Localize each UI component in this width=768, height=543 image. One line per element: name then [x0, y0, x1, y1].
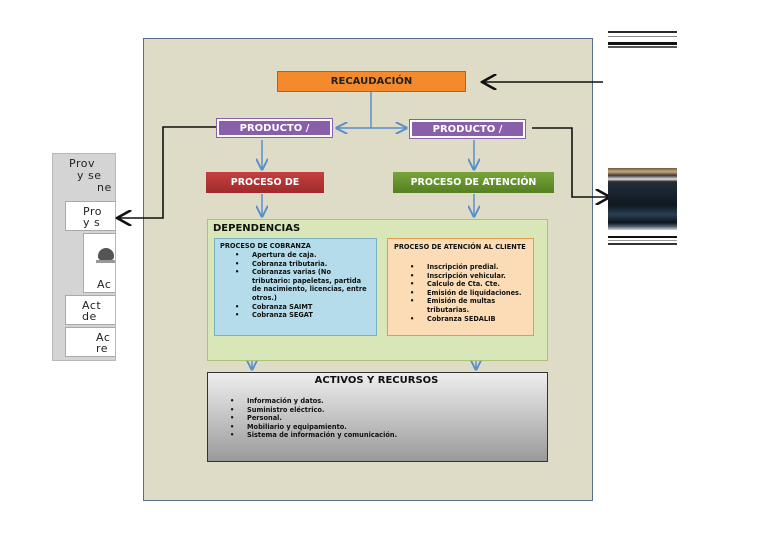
right-stripe-bottom-1 [608, 236, 677, 238]
left-panel-box-4: Ac re [65, 327, 115, 357]
activos-title: ACTIVOS Y RECURSOS [314, 375, 439, 386]
right-stripe-top-3 [608, 42, 677, 45]
left-panel-box-2: Ac [83, 233, 115, 293]
arrow-producto-to-left-panel [117, 126, 216, 218]
cobranza-box: PROCESO DE COBRANZA Apertura de caja. Co… [214, 238, 377, 336]
activos-list: Información y datos. Suministro eléctric… [230, 397, 527, 440]
right-stripe-top-1 [608, 31, 677, 33]
list-item: Sistema de información y comunicación. [230, 431, 527, 440]
arrow-producto-to-right-panel [532, 127, 610, 197]
left-box3-line1: Act [82, 299, 102, 312]
left-panel-line2: y se [77, 169, 102, 182]
dependencias-title: DEPENDENCIAS [213, 223, 301, 234]
device-base-decoration [96, 260, 115, 263]
list-item: Emisión de multas tributarias. [410, 297, 529, 314]
list-item: Cobranza SEGAT [235, 311, 370, 320]
right-stripe-bottom-3 [608, 243, 677, 245]
list-item: Suministro eléctrico. [230, 406, 527, 415]
list-item: Cobranza tributaria. [235, 260, 370, 269]
list-item: Personal. [230, 414, 527, 423]
producto-left-box: PRODUCTO / [216, 118, 333, 138]
left-panel-line3: ne [97, 181, 112, 194]
atencion-cliente-box: PROCESO DE ATENCIÓN AL CLIENTE Inscripci… [387, 238, 534, 336]
left-clipped-panel: Prov y se ne Pro y s Ac Act de Ac re [52, 153, 116, 361]
left-panel-box-3: Act de [65, 295, 115, 325]
list-item: Cobranza SEDALIB [410, 315, 529, 324]
right-image-strip [608, 168, 677, 230]
list-item: Calculo de Cta. Cte. [410, 280, 529, 289]
left-box3-line2: de [82, 310, 97, 323]
proceso-left-box: PROCESO DE [206, 172, 324, 193]
list-item: Inscripción vehicular. [410, 272, 529, 281]
right-stripe-top-2 [608, 36, 677, 37]
list-item: Cobranzas varias (No tributario: papelet… [235, 268, 370, 302]
cobranza-title: PROCESO DE COBRANZA [220, 242, 311, 250]
list-item: Apertura de caja. [235, 251, 370, 260]
device-icon [98, 248, 114, 260]
proceso-atencion-box: PROCESO DE ATENCIÓN [393, 172, 554, 193]
left-box1-line1: Pro [83, 205, 102, 218]
list-item: Información y datos. [230, 397, 527, 406]
atencion-list: Inscripción predial. Inscripción vehicul… [410, 263, 529, 324]
left-box2-label: Ac [97, 278, 112, 291]
list-item: Cobranza SAIMT [235, 303, 370, 312]
list-item: Inscripción predial. [410, 263, 529, 272]
left-box1-line2: y s [83, 216, 101, 229]
list-item: Emisión de liquidaciones. [410, 289, 529, 298]
recaudacion-box: RECAUDACIÓN [277, 71, 466, 92]
left-box4-line1: Ac [96, 331, 111, 344]
left-panel-line1: Prov [69, 157, 95, 170]
left-panel-box-1: Pro y s [65, 201, 115, 231]
atencion-title: PROCESO DE ATENCIÓN AL CLIENTE [394, 243, 526, 251]
producto-right-box: PRODUCTO / [409, 119, 526, 139]
list-item: Mobiliario y equipamiento. [230, 423, 527, 432]
left-box4-line2: re [96, 342, 109, 355]
right-stripe-bottom-2 [608, 240, 677, 241]
cobranza-list: Apertura de caja. Cobranza tributaria. C… [235, 251, 370, 320]
right-stripe-top-4 [608, 46, 677, 48]
